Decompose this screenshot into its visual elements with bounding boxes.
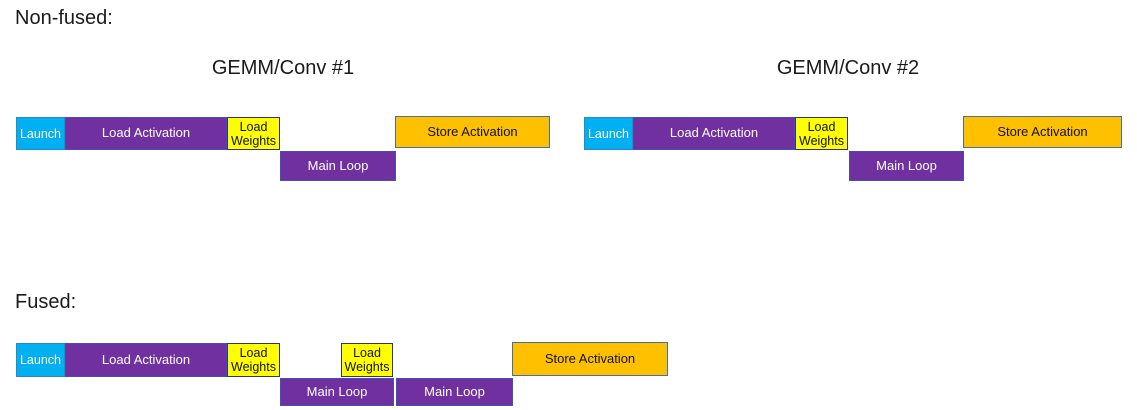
load-activation-block: Load Activation [633,117,795,150]
load-weights-block: Load Weights [795,117,848,150]
non-fused-section-label: Non-fused: [15,7,113,29]
main-loop-block: Main Loop [849,151,964,181]
fused-section-label: Fused: [15,291,77,313]
load-weights-block: Load Weights [227,343,280,377]
main-loop-block: Main Loop [280,378,394,406]
load-weights-block: Load Weights [341,343,393,377]
load-activation-block: Load Activation [65,343,227,377]
store-activation-block: Store Activation [963,116,1122,148]
main-loop-block: Main Loop [280,151,396,181]
launch-block: Launch [16,343,65,377]
load-weights-block: Load Weights [227,117,280,150]
gemm-conv-1-header: GEMM/Conv #1 [211,57,355,79]
store-activation-block: Store Activation [395,116,550,148]
main-loop-block: Main Loop [396,378,513,406]
load-activation-block: Load Activation [65,117,227,150]
store-activation-block: Store Activation [512,342,668,376]
gemm-conv-2-header: GEMM/Conv #2 [776,57,920,79]
launch-block: Launch [584,117,633,150]
launch-block: Launch [16,117,65,150]
